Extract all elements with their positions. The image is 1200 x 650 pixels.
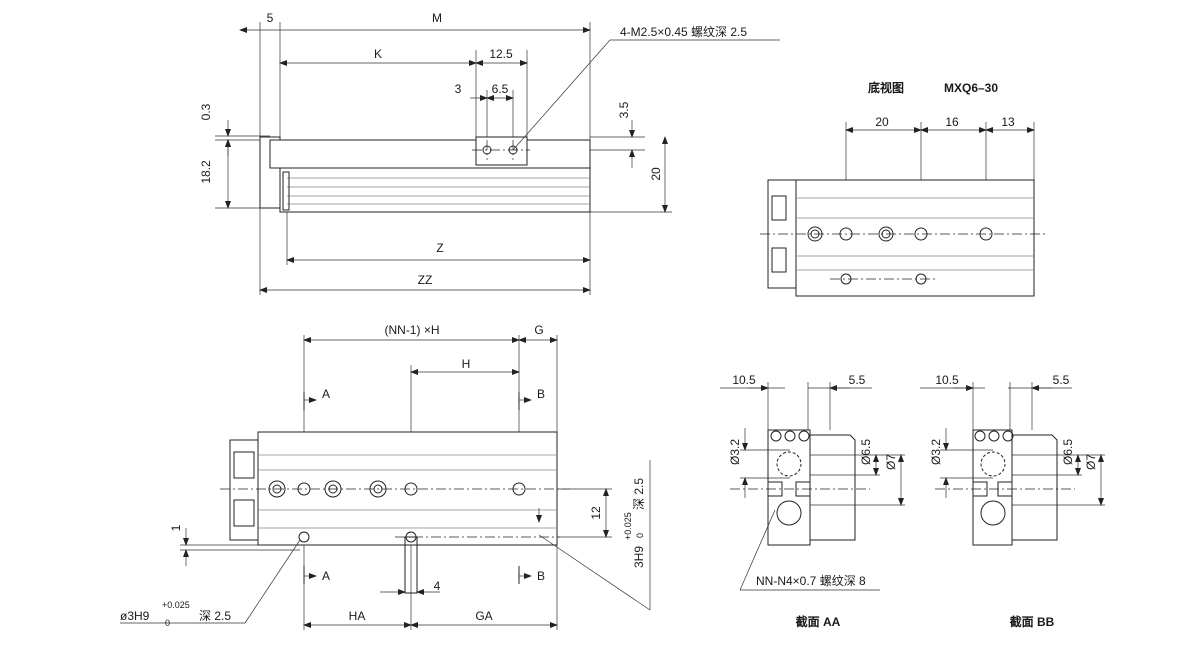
dim-20: 20 xyxy=(875,115,889,129)
section-A-top: A xyxy=(322,387,330,401)
dim-18-2: 18.2 xyxy=(199,160,213,184)
section-B-top: B xyxy=(537,387,545,401)
section-B-bottom: B xyxy=(537,569,545,583)
dim-1: 1 xyxy=(169,524,183,531)
section-bb: 10.5 5.5 Ø3.2 Ø6.5 Ø7 截面 BB xyxy=(920,373,1105,629)
section-callout: NN-N4×0.7 螺纹深 8 xyxy=(756,574,866,588)
model-label: MXQ6–30 xyxy=(944,81,998,95)
dim-ZZ: ZZ xyxy=(418,273,433,287)
section-bb-title: 截面 BB xyxy=(1010,614,1055,629)
section-aa-title: 截面 AA xyxy=(796,614,841,629)
dim-GA: GA xyxy=(475,609,492,623)
dim-5: 5 xyxy=(267,11,274,25)
dim-3-5: 3.5 xyxy=(617,101,631,118)
bb-dim-right: 5.5 xyxy=(1053,373,1070,387)
aa-dim-right: 5.5 xyxy=(849,373,866,387)
aa-dim-d32: Ø3.2 xyxy=(728,439,742,465)
callout-left-tol-lower: 0 xyxy=(165,618,170,628)
callout-left-main: ø3H9 xyxy=(120,609,150,623)
dim-nn-h: (NN-1) ×H xyxy=(384,323,439,337)
callout-right-tol-lower: 0 xyxy=(635,533,645,538)
front-view: (NN-1) ×H G H HA GA A B A B 1 xyxy=(120,323,651,630)
callout-left-tol-upper: +0.025 xyxy=(162,600,190,610)
callout-right-tol-upper: +0.025 xyxy=(623,512,633,540)
dim-20: 20 xyxy=(649,167,663,181)
aa-dim-left: 10.5 xyxy=(732,373,756,387)
dim-Z: Z xyxy=(436,241,443,255)
dim-H: H xyxy=(462,357,471,371)
callout-right-depth: 深 2.5 xyxy=(632,478,646,510)
dim-12-5: 12.5 xyxy=(489,47,513,61)
aa-dim-d65: Ø6.5 xyxy=(859,439,873,465)
bottom-view: 底视图 MXQ6–30 20 16 13 xyxy=(760,80,1045,297)
dim-G: G xyxy=(534,323,543,337)
section-A-bottom: A xyxy=(322,569,330,583)
dim-13: 13 xyxy=(1001,115,1015,129)
dim-M: M xyxy=(432,11,442,25)
dim-0-3: 0.3 xyxy=(199,103,213,120)
dim-16: 16 xyxy=(945,115,959,129)
thread-callout: 4-M2.5×0.45 螺纹深 2.5 xyxy=(620,25,747,39)
bb-dim-d7: Ø7 xyxy=(1084,454,1098,470)
callout-left-depth: 深 2.5 xyxy=(199,609,231,623)
callout-right-main: 3H9 xyxy=(632,546,646,568)
bottom-view-title: 底视图 xyxy=(868,80,904,95)
section-aa: 10.5 5.5 Ø3.2 Ø6.5 Ø7 NN-N4×0.7 螺纹深 8 截面… xyxy=(720,373,905,629)
dim-6-5: 6.5 xyxy=(492,82,509,96)
dim-3: 3 xyxy=(455,82,462,96)
bb-dim-d32: Ø3.2 xyxy=(929,439,943,465)
bb-dim-left: 10.5 xyxy=(935,373,959,387)
bb-dim-d65: Ø6.5 xyxy=(1061,439,1075,465)
dim-K: K xyxy=(374,47,382,61)
dim-4: 4 xyxy=(434,579,441,593)
aa-dim-d7: Ø7 xyxy=(884,454,898,470)
dim-12: 12 xyxy=(589,506,603,520)
top-view: 5 M K 12.5 3 6.5 Z ZZ 0.3 18.2 3.5 20 4-… xyxy=(199,11,780,295)
dim-HA: HA xyxy=(349,609,366,623)
